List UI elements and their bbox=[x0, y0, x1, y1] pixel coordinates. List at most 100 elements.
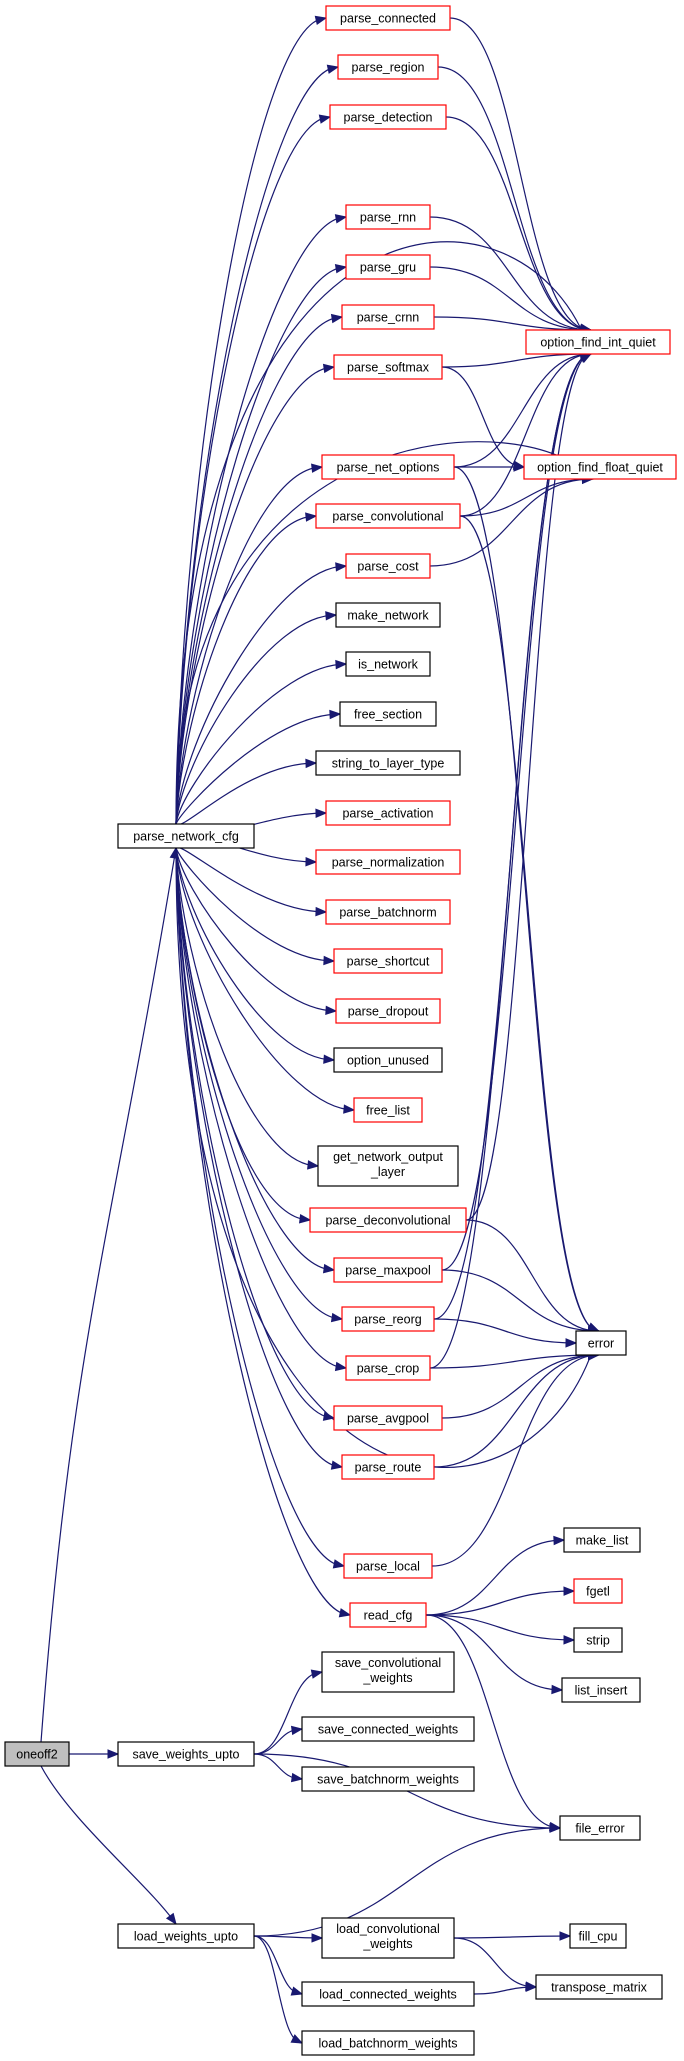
edge-parse-deconvolutional-to-error bbox=[465, 1219, 600, 1335]
node-label-load-convolutional-weights-line-1: load_convolutional bbox=[336, 1922, 440, 1936]
node-option-unused: option_unused bbox=[333, 1047, 443, 1073]
node-save-connected-weights: save_connected_weights bbox=[301, 1716, 475, 1742]
node-label-parse-crop: parse_crop bbox=[357, 1362, 420, 1376]
node-label-parse-softmax: parse_softmax bbox=[347, 361, 430, 375]
edge-parse-region-to-option-find-int-quiet bbox=[437, 66, 593, 334]
node-parse-crop[interactable]: parse_crop bbox=[345, 1355, 431, 1381]
edge-save-weights-upto-to-file-error bbox=[253, 1753, 562, 1833]
edge-parse-network-cfg-to-parse-dropout bbox=[175, 847, 338, 1016]
node-label-get-network-output-layer-line-2: _layer bbox=[370, 1165, 405, 1179]
node-save-batchnorm-weights: save_batchnorm_weights bbox=[301, 1766, 475, 1792]
edge-parse-network-cfg-to-parse-crnn bbox=[175, 313, 344, 825]
edge-parse-network-cfg-to-parse-shortcut bbox=[175, 847, 336, 966]
node-label-list-insert: list_insert bbox=[575, 1684, 628, 1698]
node-label-is-network: is_network bbox=[358, 658, 418, 672]
node-label-parse-region: parse_region bbox=[352, 61, 425, 75]
node-make-list: make_list bbox=[563, 1527, 641, 1553]
node-label-parse-local: parse_local bbox=[356, 1560, 420, 1574]
node-load-batchnorm-weights: load_batchnorm_weights bbox=[301, 2030, 475, 2056]
node-parse-net-options[interactable]: parse_net_options bbox=[321, 454, 455, 480]
edge-parse-network-cfg-to-free-section bbox=[175, 709, 342, 825]
node-label-parse-cost: parse_cost bbox=[357, 560, 419, 574]
edge-save-weights-upto-to-save-batchnorm-weights bbox=[253, 1753, 304, 1783]
edge-parse-net-options-to-option-find-int-quiet bbox=[453, 349, 593, 468]
edge-parse-network-cfg-to-parse-softmax bbox=[175, 363, 336, 825]
edge-parse-network-cfg-to-read-cfg bbox=[175, 847, 352, 1618]
node-label-parse-normalization: parse_normalization bbox=[332, 856, 445, 870]
edge-parse-network-cfg-to-parse-crop bbox=[175, 847, 348, 1372]
edge-parse-deconvolutional-to-option-find-int-quiet bbox=[465, 353, 592, 1221]
node-string-to-layer-type: string_to_layer_type bbox=[315, 750, 461, 776]
node-parse-route[interactable]: parse_route bbox=[341, 1454, 435, 1480]
node-label-parse-reorg: parse_reorg bbox=[354, 1313, 421, 1327]
node-get-network-output-layer: get_network_output_layer bbox=[317, 1145, 459, 1187]
node-label-load-connected-weights: load_connected_weights bbox=[319, 1988, 457, 2002]
node-label-parse-crnn: parse_crnn bbox=[357, 311, 420, 325]
edge-load-weights-upto-to-load-connected-weights bbox=[253, 1935, 304, 1996]
node-parse-softmax[interactable]: parse_softmax bbox=[333, 354, 443, 380]
edge-parse-softmax-to-option-find-float-quiet bbox=[441, 366, 526, 470]
node-label-save-convolutional-weights-line-2: _weights bbox=[362, 1671, 412, 1685]
node-label-option-unused: option_unused bbox=[347, 1054, 429, 1068]
node-label-load-weights-upto: load_weights_upto bbox=[134, 1930, 238, 1944]
node-label-error: error bbox=[588, 1337, 614, 1351]
edge-parse-network-cfg-to-free-list bbox=[175, 847, 356, 1114]
node-parse-batchnorm[interactable]: parse_batchnorm bbox=[325, 899, 451, 925]
node-parse-local[interactable]: parse_local bbox=[343, 1553, 433, 1579]
node-label-parse-route: parse_route bbox=[355, 1461, 422, 1475]
edge-parse-network-cfg-to-get-network-output-layer bbox=[175, 847, 320, 1170]
edge-parse-network-cfg-to-option-unused bbox=[175, 847, 336, 1064]
node-label-parse-deconvolutional: parse_deconvolutional bbox=[325, 1214, 450, 1228]
node-label-parse-net-options: parse_net_options bbox=[337, 461, 440, 475]
node-parse-connected[interactable]: parse_connected bbox=[325, 5, 451, 31]
node-free-section: free_section bbox=[339, 701, 437, 727]
node-is-network: is_network bbox=[345, 651, 431, 677]
node-parse-avgpool[interactable]: parse_avgpool bbox=[333, 1405, 443, 1431]
node-read-cfg[interactable]: read_cfg bbox=[349, 1602, 427, 1628]
edge-parse-network-cfg-to-parse-cost bbox=[175, 562, 348, 825]
node-label-oneoff2: oneoff2 bbox=[16, 1748, 58, 1762]
node-parse-rnn[interactable]: parse_rnn bbox=[345, 204, 431, 230]
node-load-connected-weights: load_connected_weights bbox=[301, 1981, 475, 2007]
node-option-find-float-quiet[interactable]: option_find_float_quiet bbox=[523, 454, 677, 480]
edge-parse-network-cfg-to-is-network bbox=[175, 659, 348, 825]
node-label-option-find-float-quiet: option_find_float_quiet bbox=[537, 461, 663, 475]
node-free-list[interactable]: free_list bbox=[353, 1097, 423, 1123]
node-parse-activation[interactable]: parse_activation bbox=[325, 800, 451, 826]
node-label-read-cfg: read_cfg bbox=[364, 1609, 413, 1623]
node-list-insert: list_insert bbox=[561, 1677, 641, 1703]
node-parse-cost[interactable]: parse_cost bbox=[345, 553, 431, 579]
node-label-fgetl: fgetl bbox=[586, 1585, 610, 1599]
node-parse-region[interactable]: parse_region bbox=[337, 54, 439, 80]
node-label-parse-dropout: parse_dropout bbox=[348, 1005, 429, 1019]
edge-read-cfg-to-fgetl bbox=[425, 1586, 576, 1616]
edge-load-convolutional-weights-to-fill-cpu bbox=[453, 1931, 572, 1941]
node-label-parse-activation: parse_activation bbox=[342, 807, 433, 821]
edge-oneoff2-to-load-weights-upto bbox=[40, 1765, 177, 1926]
node-parse-deconvolutional[interactable]: parse_deconvolutional bbox=[309, 1207, 467, 1233]
edge-parse-network-cfg-to-make-network bbox=[175, 611, 338, 825]
edge-oneoff2-to-save-weights-upto bbox=[69, 1749, 120, 1759]
node-parse-crnn[interactable]: parse_crnn bbox=[341, 304, 435, 330]
node-parse-gru[interactable]: parse_gru bbox=[345, 254, 431, 280]
edge-save-weights-upto-to-save-connected-weights bbox=[253, 1725, 304, 1755]
node-save-weights-upto: save_weights_upto bbox=[117, 1741, 255, 1767]
node-option-find-int-quiet[interactable]: option_find_int_quiet bbox=[525, 329, 671, 355]
node-parse-reorg[interactable]: parse_reorg bbox=[341, 1306, 435, 1332]
node-fgetl[interactable]: fgetl bbox=[573, 1578, 623, 1604]
node-parse-normalization[interactable]: parse_normalization bbox=[315, 849, 461, 875]
edge-parse-network-cfg-to-parse-maxpool bbox=[175, 847, 336, 1274]
edge-load-weights-upto-to-load-convolutional-weights bbox=[253, 1933, 324, 1943]
node-parse-convolutional[interactable]: parse_convolutional bbox=[315, 503, 461, 529]
node-label-file-error: file_error bbox=[575, 1822, 624, 1836]
node-label-parse-rnn: parse_rnn bbox=[360, 211, 416, 225]
edge-load-weights-upto-to-load-batchnorm-weights bbox=[253, 1935, 304, 2044]
node-parse-maxpool[interactable]: parse_maxpool bbox=[333, 1257, 443, 1283]
node-parse-detection[interactable]: parse_detection bbox=[329, 104, 447, 130]
node-parse-shortcut[interactable]: parse_shortcut bbox=[333, 948, 443, 974]
node-label-parse-avgpool: parse_avgpool bbox=[347, 1412, 429, 1426]
node-label-make-list: make_list bbox=[576, 1534, 629, 1548]
node-parse-dropout[interactable]: parse_dropout bbox=[335, 998, 441, 1024]
node-strip: strip bbox=[573, 1627, 623, 1653]
edge-parse-network-cfg-to-parse-rnn bbox=[175, 214, 348, 825]
